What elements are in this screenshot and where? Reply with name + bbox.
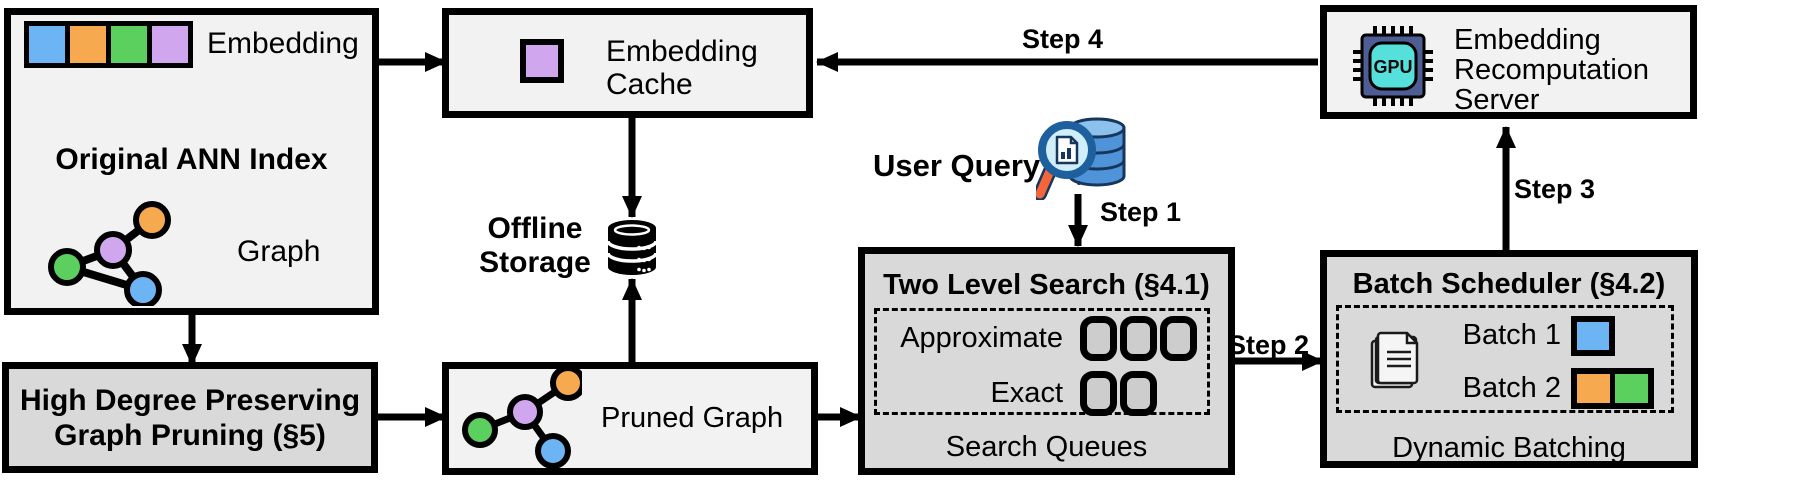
embedding-cell-orange-icon (70, 26, 106, 63)
batch-2-embedding-orange-icon (1577, 374, 1610, 403)
embedding-cell-green-icon (111, 26, 147, 63)
graph-icon (48, 201, 171, 306)
recomputation-server-label: Embedding Recomputation Server (1454, 24, 1650, 116)
query-magnifier-database-icon (1036, 117, 1126, 200)
search-queues-label: Search Queues (945, 431, 1148, 463)
batch-scheduler-title: Batch Scheduler (§4.2) (1352, 268, 1666, 300)
offline-storage-database-icon (606, 220, 658, 275)
queue-slot (1080, 316, 1117, 361)
original-ann-index-title: Original ANN Index (55, 143, 328, 176)
dynamic-batching-panel: Batch 1 Batch 2 (1336, 305, 1674, 413)
embedding-cache-label: Embedding Cache (606, 35, 758, 101)
pruned-graph-icon (462, 365, 582, 469)
graph-label: Graph (237, 235, 321, 268)
step-2-label: Step 2 (1228, 330, 1310, 360)
step-3-label: Step 3 (1514, 174, 1596, 204)
gpu-chip-label: GPU (1373, 57, 1412, 77)
gpu-chip-icon: GPU (1353, 26, 1433, 106)
cached-embedding-icon (520, 39, 564, 83)
queue-slot (1120, 316, 1157, 361)
embedding-vector-icon (24, 21, 193, 68)
graph-pruning-title: High Degree Preserving Graph Pruning (§5… (19, 383, 361, 452)
queue-slot (1120, 371, 1157, 416)
two-level-search-box: Two Level Search (§4.1) Approximate Exac… (858, 247, 1235, 475)
batch-2-embeddings-icon (1571, 368, 1654, 409)
search-queues-panel: Approximate Exact (874, 308, 1210, 416)
embedding-cache-box: Embedding Cache (442, 8, 813, 118)
batch-2-label: Batch 2 (1462, 371, 1561, 404)
documents-icon (1370, 331, 1419, 389)
batch-1-label: Batch 1 (1462, 319, 1561, 352)
two-level-search-title: Two Level Search (§4.1) (883, 269, 1210, 301)
embedding-cell-purple-icon (152, 26, 188, 63)
offline-storage-label: Offline Storage (479, 212, 591, 279)
approximate-queue-label: Approximate (900, 321, 1063, 354)
embedding-label: Embedding (207, 27, 359, 60)
batch-1-embedding-blue-icon (1571, 316, 1615, 356)
embedding-cell-blue-icon (29, 26, 65, 63)
batch-scheduler-box: Batch Scheduler (§4.2) Batch 1 Batch 2 (1320, 250, 1698, 468)
step-1-label: Step 1 (1100, 197, 1182, 227)
queue-slot (1080, 371, 1117, 416)
batch-2-embedding-green-icon (1615, 374, 1648, 403)
pruned-graph-label: Pruned Graph (601, 402, 784, 434)
exact-queue-label: Exact (990, 376, 1063, 409)
user-query-label: User Query (873, 148, 1041, 183)
graph-pruning-box: High Degree Preserving Graph Pruning (§5… (2, 362, 378, 473)
dynamic-batching-label: Dynamic Batching (1392, 432, 1626, 464)
queue-slot (1160, 316, 1197, 361)
step-4-label: Step 4 (1022, 24, 1104, 54)
